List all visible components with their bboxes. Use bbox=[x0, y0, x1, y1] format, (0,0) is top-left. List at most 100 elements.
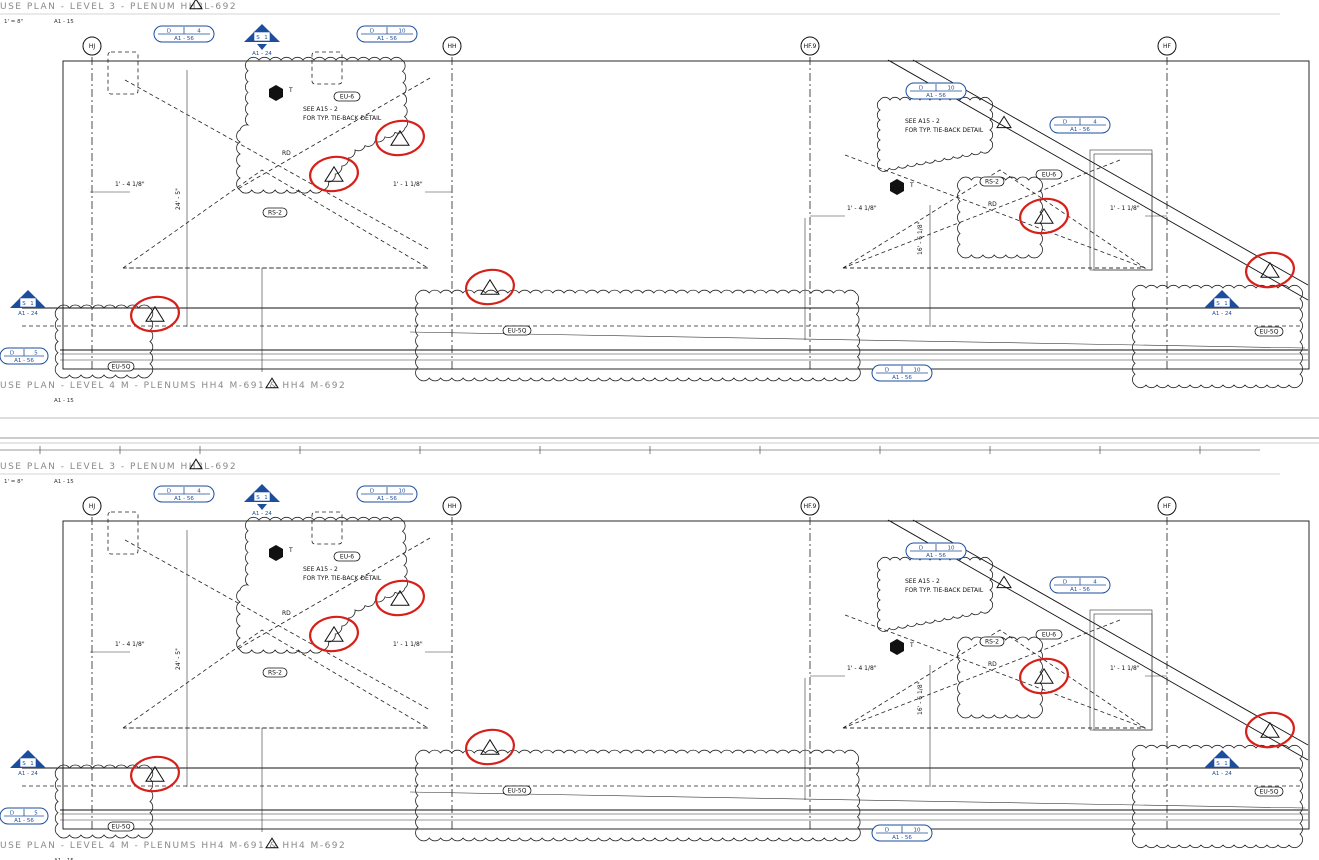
callout-sheet-ref: A1 - 56 bbox=[926, 93, 946, 99]
tag-rd: RD bbox=[988, 661, 997, 668]
revision-highlight-circle bbox=[309, 155, 359, 193]
grid-label: HJ bbox=[89, 503, 96, 510]
equipment-tag-label: EU-5Q bbox=[508, 788, 527, 795]
revision-delta bbox=[480, 278, 500, 295]
note-line-1: SEE A15 - 2 bbox=[905, 578, 940, 585]
note-line-1: SEE A15 - 2 bbox=[303, 566, 338, 573]
footer-title: USE PLAN - LEVEL 4 M - PLENUMS HH4 M-691… bbox=[0, 381, 346, 391]
grid-bubble bbox=[82, 496, 102, 516]
callout-detail-letter: D bbox=[919, 86, 923, 92]
panel-separator bbox=[0, 417, 1319, 444]
grid-bubble bbox=[442, 496, 462, 516]
equipment-tag: EU-5Q bbox=[107, 821, 135, 832]
plenum-outline bbox=[122, 629, 430, 729]
dimension-text: 1' - 4 1/8" bbox=[115, 181, 145, 188]
callout-detail-number: 10 bbox=[399, 29, 406, 35]
grid-label: HF bbox=[1163, 43, 1172, 50]
diagonal-dash bbox=[844, 614, 1146, 729]
dimension-text: 1' - 4 1/8" bbox=[847, 665, 877, 672]
callout-detail-letter: D bbox=[167, 489, 171, 495]
plan-boundary bbox=[62, 60, 1310, 370]
revision-highlight-circle bbox=[309, 615, 359, 653]
revision-cloud bbox=[54, 764, 154, 839]
tag-t: T bbox=[909, 182, 914, 189]
note-line-2: FOR TYP. TIE-BACK DETAIL bbox=[303, 115, 382, 122]
note-line-1: SEE A15 - 2 bbox=[905, 118, 940, 125]
revision-cloud bbox=[1132, 744, 1303, 849]
equipment-tag-label: EU-5Q bbox=[112, 364, 131, 371]
callout-detail-number: 4 bbox=[197, 489, 201, 495]
equipment-tag-label: EU-5Q bbox=[508, 328, 527, 335]
diagonal-dash bbox=[842, 159, 1121, 269]
equipment-tag: EU-5Q bbox=[1254, 326, 1284, 337]
hexagon-marker bbox=[890, 639, 904, 655]
grid-label: HH bbox=[447, 43, 456, 50]
section-ref: A1 - 24 bbox=[252, 51, 272, 57]
note-line-2: FOR TYP. TIE-BACK DETAIL bbox=[905, 127, 984, 134]
callout-detail-letter: D bbox=[370, 489, 374, 495]
callout-sheet-ref: A1 - 56 bbox=[14, 358, 34, 364]
callout-detail-number: 10 bbox=[914, 368, 921, 374]
revision-cloud bbox=[236, 516, 409, 654]
revision-cloud bbox=[1132, 284, 1303, 389]
plan-title: USE PLAN - LEVEL 3 - PLENUM HH3L-692 bbox=[0, 462, 237, 472]
grid-label: HH bbox=[447, 503, 456, 510]
equipment-tag: EU-6 bbox=[1035, 629, 1063, 640]
equipment-tag: RS-2 bbox=[262, 207, 288, 218]
equipment-tag: EU-5Q bbox=[502, 325, 532, 336]
section-letter: S bbox=[22, 761, 26, 767]
callout-sheet-ref: A1 - 56 bbox=[174, 496, 194, 502]
revision-highlight-circle bbox=[465, 728, 515, 766]
revision-cloud bbox=[876, 556, 994, 632]
callout-detail-number: 5 bbox=[34, 811, 38, 817]
hidden-shaft bbox=[107, 51, 139, 95]
plan-ref: A1 - 15 bbox=[54, 19, 74, 25]
equipment-tag-label: RS-2 bbox=[985, 179, 999, 186]
hexagon-marker bbox=[269, 85, 283, 101]
dimension-text: 16' - 6 1/8" bbox=[917, 681, 924, 715]
tag-t: T bbox=[288, 547, 293, 554]
footer-ref: A1 - 15 bbox=[54, 858, 74, 860]
section-ref: A1 - 24 bbox=[1212, 771, 1232, 777]
equipment-tag: EU-6 bbox=[333, 551, 361, 562]
revision-delta bbox=[996, 575, 1012, 589]
detail-callout: D 4A1 - 56 bbox=[153, 485, 215, 503]
revision-delta bbox=[1034, 667, 1054, 684]
callout-detail-number: 4 bbox=[1093, 120, 1097, 126]
callout-detail-number: 10 bbox=[948, 546, 955, 552]
diagonal-dash bbox=[842, 619, 1121, 729]
callout-sheet-ref: A1 - 56 bbox=[1070, 127, 1090, 133]
grid-label: HJ bbox=[89, 43, 96, 50]
equipment-tag-label: RS-2 bbox=[268, 210, 282, 217]
revision-cloud bbox=[236, 56, 409, 194]
revision-highlight-circle bbox=[1019, 197, 1069, 235]
section-ref: A1 - 24 bbox=[252, 511, 272, 517]
equipment-tag: EU-6 bbox=[1035, 169, 1063, 180]
equipment-tag: RS-2 bbox=[262, 667, 288, 678]
revision-delta bbox=[1034, 207, 1054, 224]
grid-bubble bbox=[1157, 36, 1177, 56]
section-number: 1 bbox=[264, 495, 268, 501]
footer-title: USE PLAN - LEVEL 4 M - PLENUMS HH4 M-691… bbox=[0, 841, 346, 851]
callout-sheet-ref: A1 - 56 bbox=[892, 375, 912, 381]
grid-label: HF.9 bbox=[804, 503, 817, 510]
equipment-tag-label: EU-6 bbox=[1042, 632, 1056, 639]
callout-sheet-ref: A1 - 56 bbox=[174, 36, 194, 42]
hatched-area bbox=[1093, 153, 1153, 271]
grid-label: HF bbox=[1163, 503, 1172, 510]
tag-rd: RD bbox=[282, 610, 291, 617]
revision-cloud bbox=[957, 176, 1043, 259]
equipment-tag: RS-2 bbox=[979, 176, 1005, 187]
revision-cloud bbox=[957, 636, 1043, 719]
grid-bubble bbox=[442, 36, 462, 56]
grid-bubble bbox=[82, 36, 102, 56]
